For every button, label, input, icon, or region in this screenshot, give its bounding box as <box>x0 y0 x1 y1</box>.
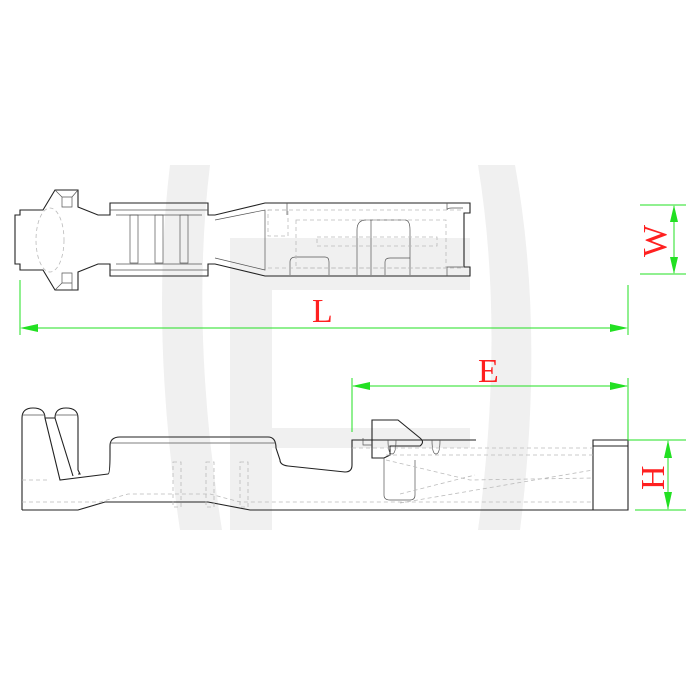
dimension-L: L <box>19 280 629 335</box>
top-view-outline <box>14 189 471 291</box>
dimension-label-L: L <box>312 293 333 330</box>
side-view <box>21 407 629 511</box>
dimension-label-H: H <box>635 465 672 490</box>
top-view <box>14 189 471 291</box>
dimension-label-W: W <box>637 224 674 257</box>
watermark-logo <box>162 165 532 530</box>
dimension-W: W <box>637 204 686 275</box>
dimension-H: H <box>635 440 686 511</box>
dimension-label-E: E <box>478 353 499 390</box>
side-view-outline <box>21 407 476 510</box>
dimension-E: E <box>351 353 686 441</box>
